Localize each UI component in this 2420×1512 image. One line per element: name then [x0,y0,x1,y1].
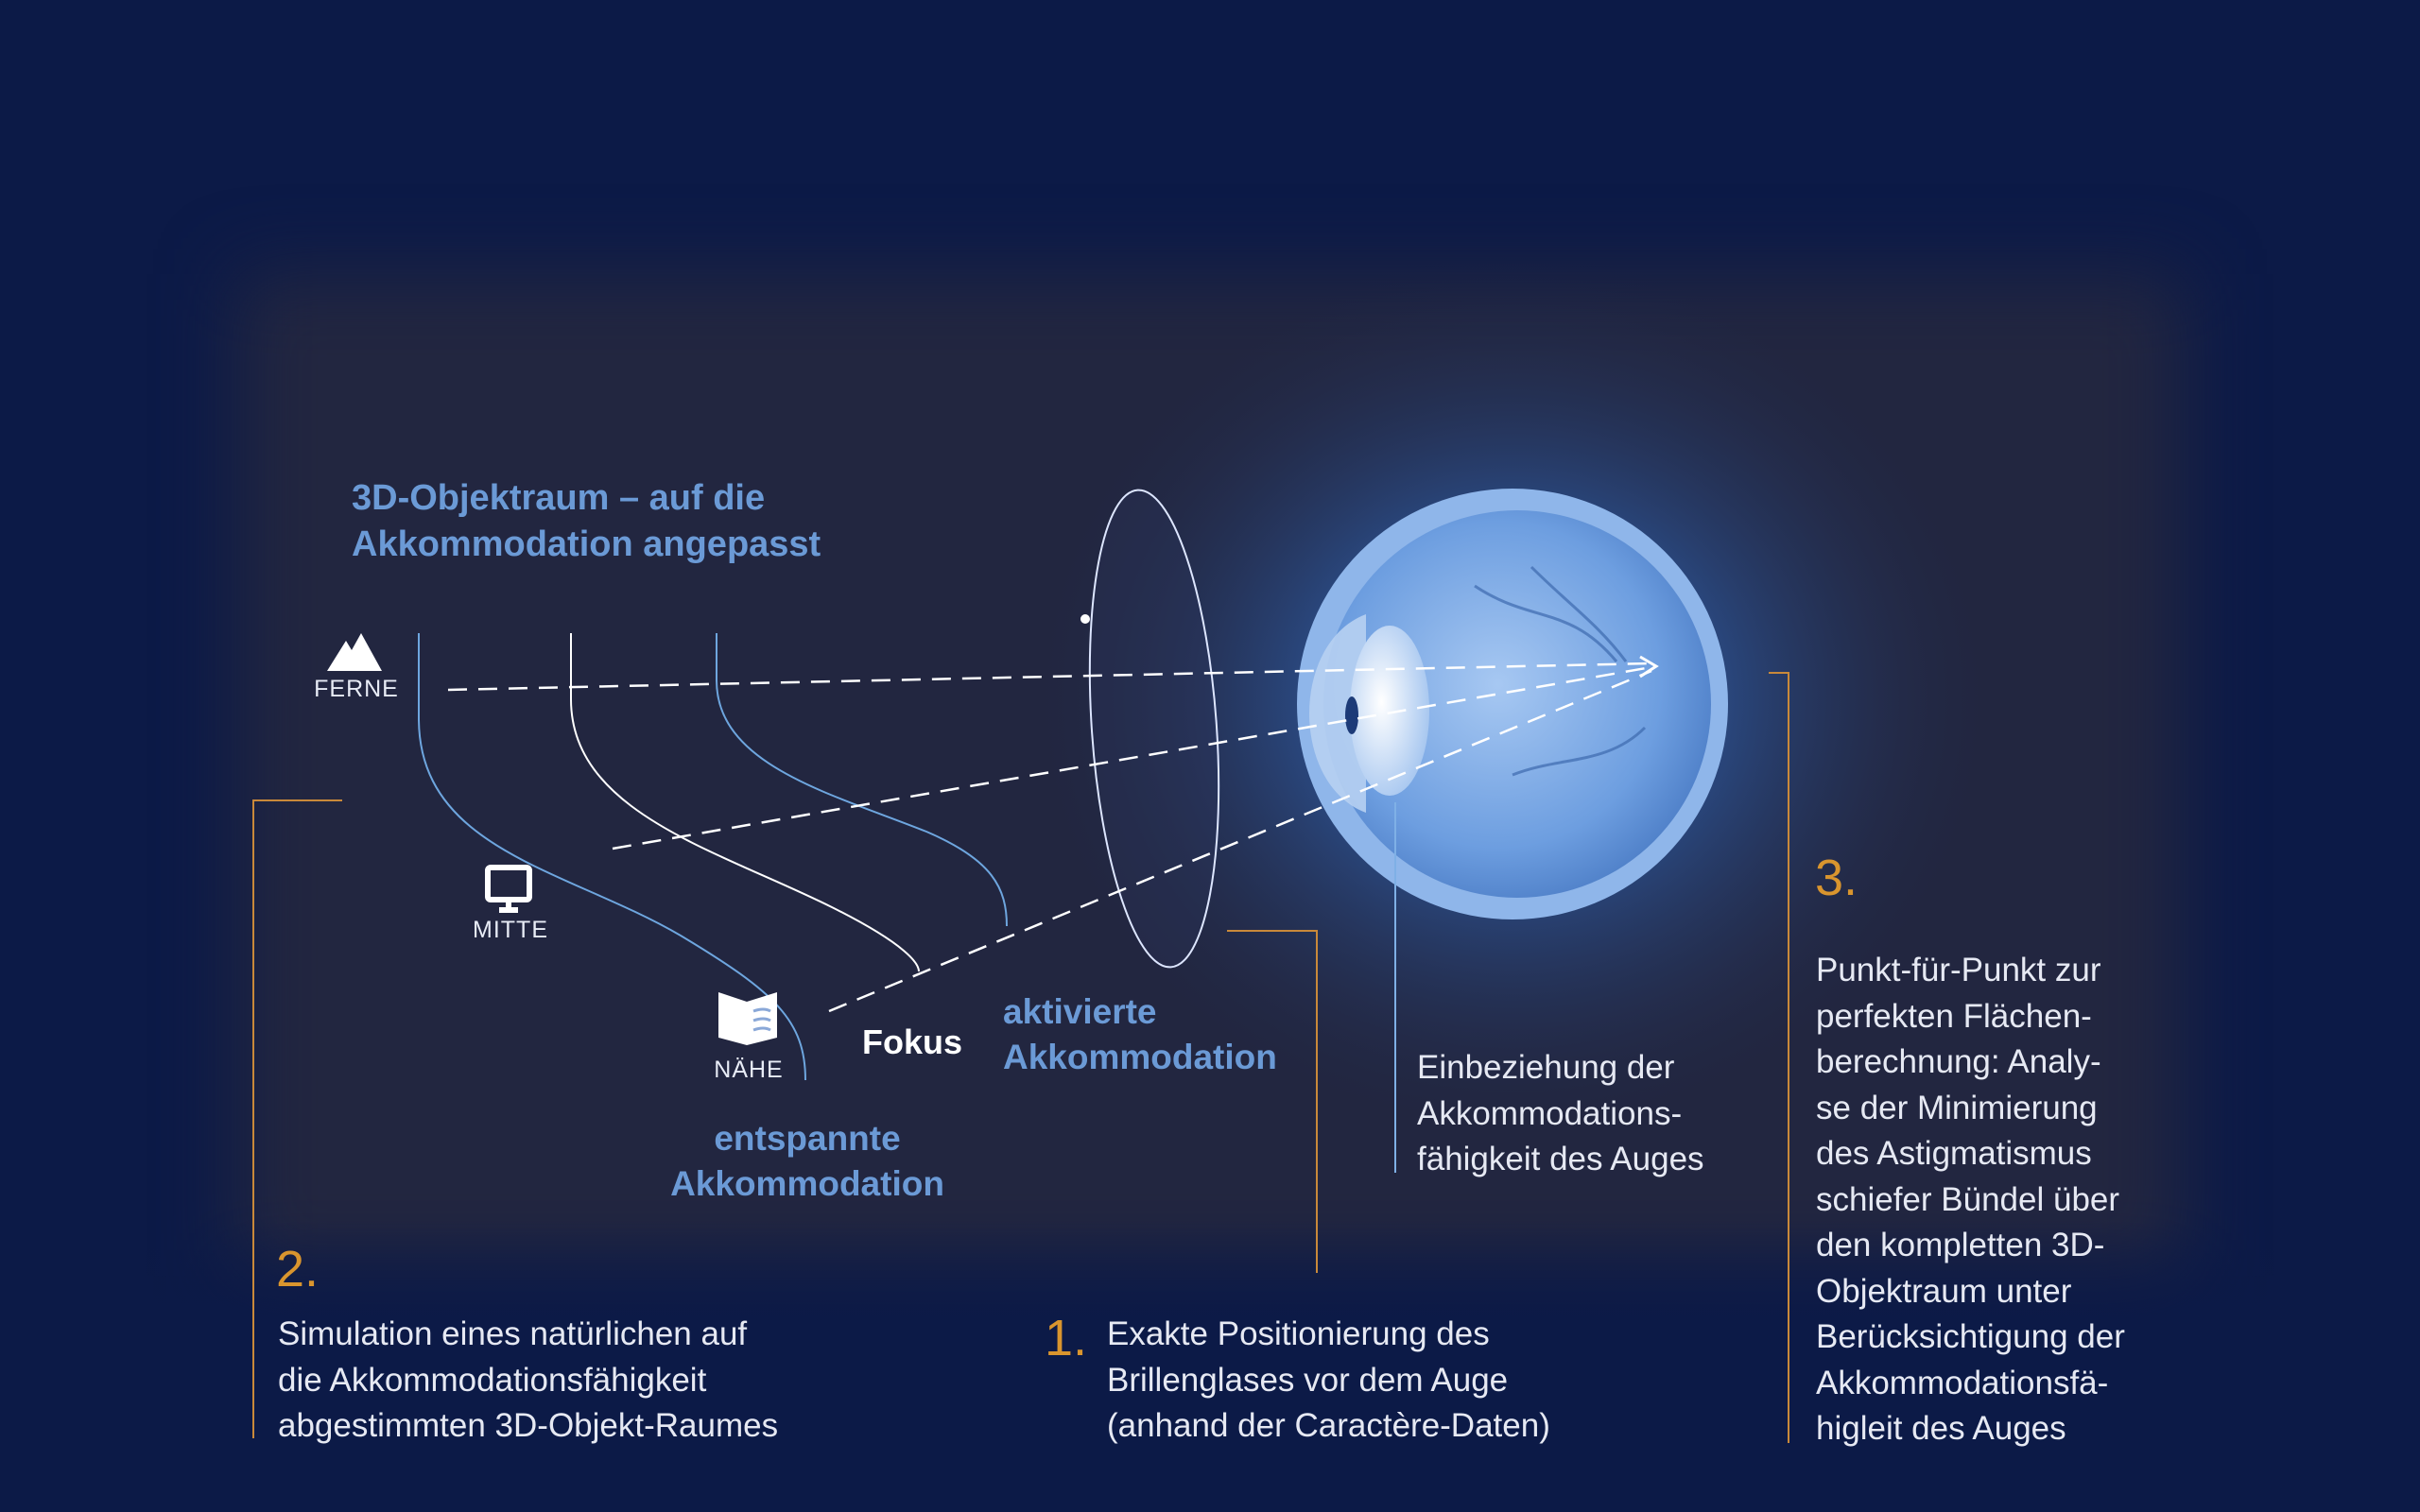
lens-sparkle [1080,614,1090,624]
spectacle-lens [1088,489,1220,969]
relaxed-accommodation-label: entspannte Akkommodation [670,1116,944,1207]
step-3-line: des Astigmatismus [1816,1135,2092,1172]
step-3-line: se der Minimierung [1816,1089,2098,1126]
step-3-line: Akkommodationsfä- [1816,1364,2109,1401]
ray-near [828,669,1652,1013]
label-far: FERNE [314,676,399,702]
step-3-line: berechnung: Analy- [1816,1043,2101,1080]
background-fade [0,1219,2420,1512]
relaxed-line-1: entspannte [714,1119,901,1158]
step-1-line: Brillenglases vor dem Auge [1107,1361,1509,1399]
step-3-line: Berücksichtigung der [1816,1318,2125,1355]
step-3-text: Punkt-für-Punkt zur perfekten Flächen- b… [1816,948,2125,1452]
step-3-line: den kompletten 3D- [1816,1227,2105,1263]
step-3-line: Punkt-für-Punkt zur [1816,952,2101,988]
ray-far [447,662,1652,692]
eye-caption-line: fähigkeit des Auges [1417,1141,1704,1177]
step-2-line: Simulation eines natürlichen auf [278,1315,748,1352]
focus-curve [570,633,920,972]
step-2-text: Simulation eines natürlichen auf die Akk… [278,1312,778,1450]
step-1-line: (anhand der Caractère-Daten) [1107,1407,1550,1444]
callout-line-3 [1769,672,1789,1443]
activated-accommodation-curve [716,633,1008,927]
ray-mid [612,665,1652,850]
title-line-2: Akkommodation angepasst [352,524,821,564]
focus-arrow-icon [1639,655,1659,679]
step-2-line: die Akkommodationsfähigkeit [278,1361,707,1399]
step-1-text: Exakte Positionierung des Brillenglases … [1107,1312,1550,1450]
eye-caption-line: Akkommodations- [1417,1094,1683,1132]
activated-line-2: Akkommodation [1003,1038,1277,1076]
callout-line-1 [1227,930,1318,1273]
activated-accommodation-label: aktivierte Akkommodation [1003,989,1277,1080]
relaxed-line-2: Akkommodation [670,1164,944,1203]
step-3-line: perfekten Flächen- [1816,997,2092,1035]
relaxed-accommodation-curve [418,633,806,1081]
diagram-title: 3D-Objektraum – auf die Akkommodation an… [352,475,821,568]
step-3-number: 3. [1815,850,1858,906]
eye-caption-line: Einbeziehung der [1417,1049,1675,1086]
monitor-icon [485,865,532,913]
callout-line-2 [252,799,342,1438]
focus-label: Fokus [861,1022,963,1061]
step-2-line: abgestimmten 3D-Objekt-Raumes [278,1407,779,1444]
book-icon [718,992,777,1045]
title-line-1: 3D-Objektraum – auf die [352,478,766,518]
label-mid: MITTE [473,917,548,943]
activated-line-1: aktivierte [1003,992,1157,1031]
step-3-line: higleit des Auges [1816,1410,2066,1447]
eye-illustration [1297,489,1728,919]
label-near: NÄHE [714,1057,784,1083]
step-1-number: 1. [1045,1310,1088,1366]
mountain-icon [327,633,382,671]
step-2-number: 2. [276,1241,320,1297]
step-1-line: Exakte Positionierung des [1107,1315,1490,1352]
step-3-line: schiefer Bündel über [1816,1180,2120,1218]
step-3-line: Objektraum unter [1816,1272,2072,1310]
eye-caption: Einbeziehung der Akkommodations- fähigke… [1417,1045,1704,1183]
